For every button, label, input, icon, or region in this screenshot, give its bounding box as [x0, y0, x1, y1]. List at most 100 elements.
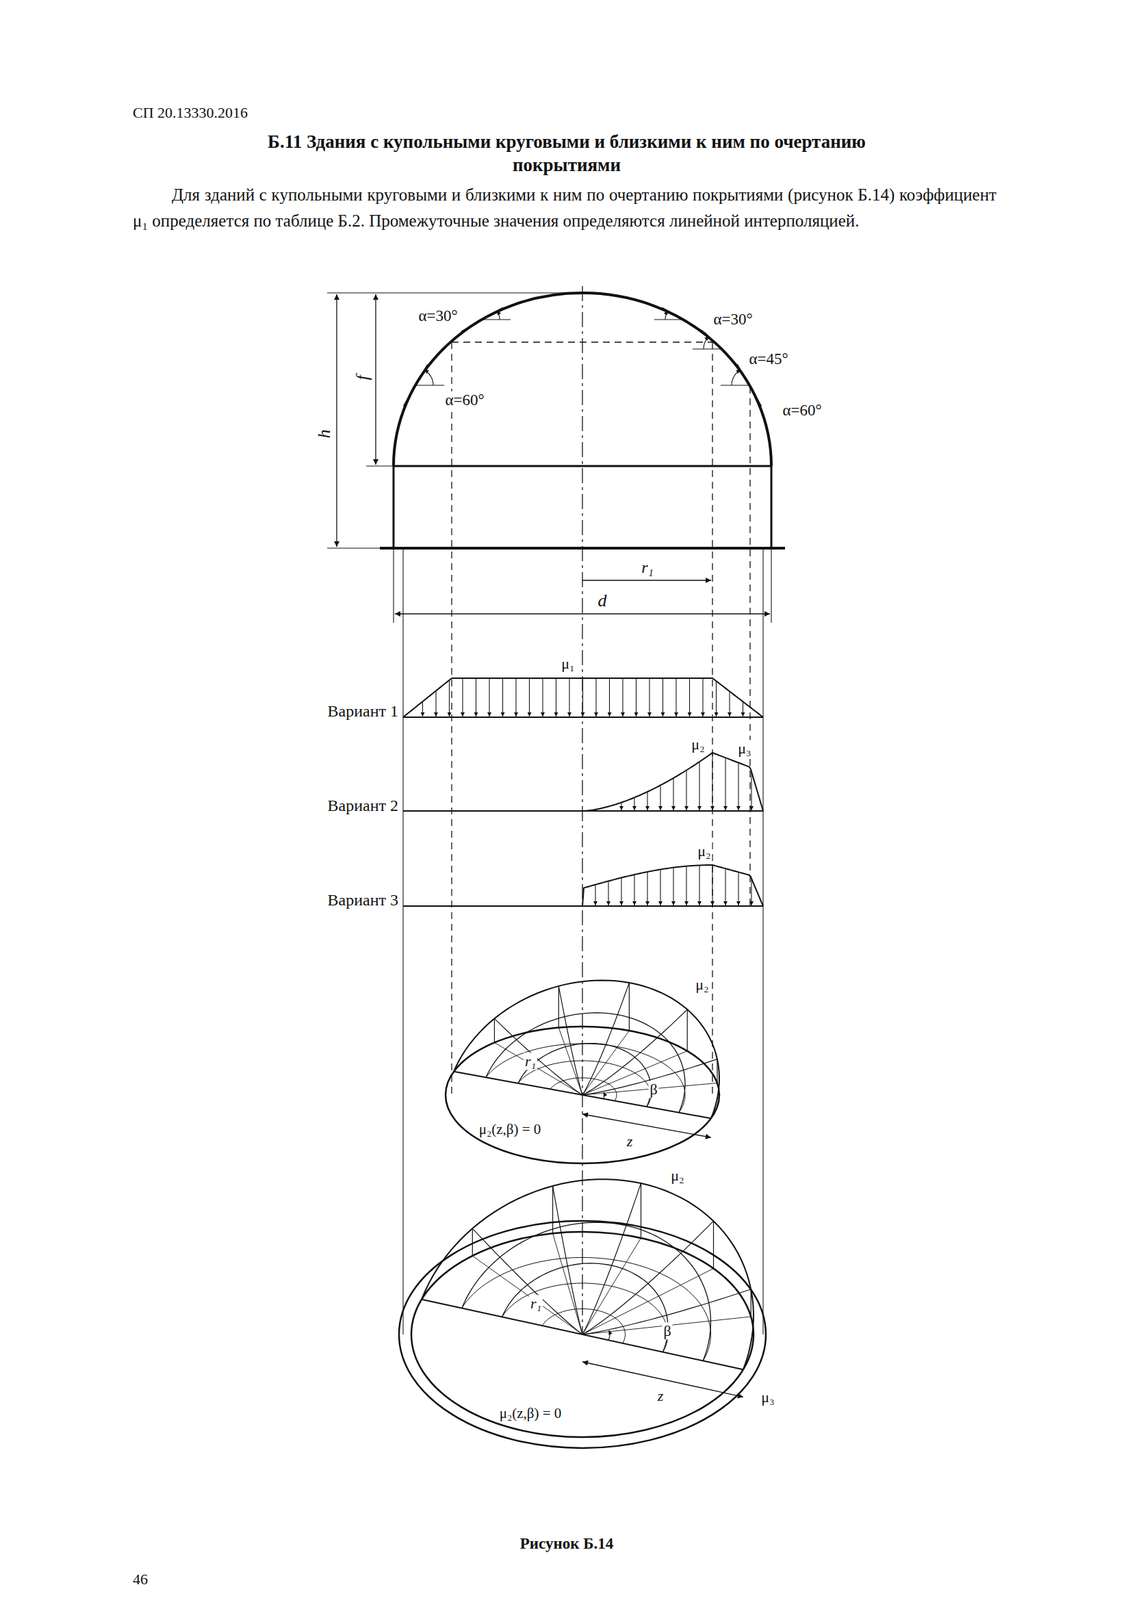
wall-line — [770, 466, 773, 549]
load-arrow — [646, 872, 648, 906]
wall-line — [392, 466, 395, 549]
load-arrow — [648, 678, 650, 717]
load-arrow — [620, 803, 622, 811]
reference-line — [481, 318, 511, 320]
angle-label: α=30° — [713, 310, 753, 329]
coefficient-label: μ₃ — [736, 739, 753, 757]
drawing — [327, 286, 786, 1449]
load-arrow — [737, 872, 739, 906]
extension-line — [327, 547, 380, 549]
load-arrow — [475, 678, 477, 717]
load-surface — [485, 1012, 686, 1113]
load-arrow — [555, 678, 557, 717]
load-arrow — [620, 878, 622, 906]
coefficient-label: μ₃ — [759, 1388, 776, 1406]
reference-line — [720, 384, 750, 386]
load-ordinate — [558, 986, 560, 1028]
load-arrow — [607, 881, 609, 906]
load-arrow — [711, 865, 713, 906]
load-surface — [518, 1043, 651, 1108]
angle-arc — [608, 1330, 610, 1341]
plan-ellipse — [399, 1220, 766, 1449]
load-ordinate — [713, 1220, 714, 1269]
extension-line — [770, 548, 772, 623]
header-code: СП 20.13330.2016 — [132, 104, 248, 122]
angle-arc — [602, 1092, 605, 1099]
plan-arc — [518, 1060, 651, 1107]
guide-dashed — [451, 342, 452, 1096]
load-ordinate — [472, 1228, 473, 1256]
load-arrow — [659, 869, 661, 906]
dimension-label: z — [625, 1132, 635, 1150]
load-arrow — [488, 678, 490, 717]
page-number: 46 — [132, 1570, 148, 1588]
extension-line — [392, 548, 394, 623]
load-ordinate — [750, 1289, 752, 1317]
load-surface — [472, 1228, 583, 1335]
load-arrow — [711, 753, 713, 811]
load-arrow — [685, 867, 687, 906]
load-arrow — [582, 678, 584, 717]
load-arrow — [529, 678, 530, 717]
load-surface — [453, 980, 720, 1119]
load-arrow — [646, 792, 648, 811]
dimension-label: z — [656, 1387, 666, 1405]
section-title: Б.11 Здания с купольными круговыми и бли… — [238, 130, 896, 177]
load-ordinate — [552, 1186, 553, 1234]
load-arrow — [675, 678, 677, 717]
load-arrow — [728, 691, 730, 717]
load-arrow — [448, 680, 450, 717]
variant-label: Вариант 1 — [327, 702, 400, 722]
load-surface — [502, 1263, 668, 1353]
plan-arc — [461, 1257, 712, 1362]
load-arrow — [635, 678, 637, 717]
load-ordinate — [494, 1018, 495, 1043]
load-arrow — [750, 772, 752, 811]
dimension-line — [582, 1114, 712, 1138]
angle-label: β — [661, 1322, 673, 1340]
formula-label: μ₂(z,β) = 0 — [477, 1121, 543, 1138]
angle-arc — [424, 369, 434, 386]
dimension-label: h — [314, 429, 335, 439]
load-arrow — [737, 763, 739, 811]
load-ordinate — [687, 1009, 688, 1052]
load-arrow — [685, 771, 687, 811]
dimension-line — [336, 294, 337, 547]
plan-ray — [552, 1233, 583, 1335]
load-arrow — [422, 702, 423, 717]
baseline — [403, 716, 764, 718]
load-outline — [403, 678, 764, 718]
load-arrow — [595, 678, 597, 717]
load-surface — [582, 1183, 642, 1335]
load-outline — [582, 752, 764, 812]
load-arrow — [594, 885, 596, 906]
load-surface — [558, 986, 583, 1096]
angle-arc — [703, 336, 710, 350]
body-text: Для зданий с купольными круговыми и близ… — [132, 182, 997, 235]
load-arrow — [461, 678, 463, 717]
load-ordinate — [628, 982, 630, 1031]
load-ordinate — [640, 1183, 642, 1239]
load-arrow — [742, 702, 744, 717]
plan-ray — [582, 1238, 642, 1335]
load-arrow — [633, 875, 635, 906]
load-arrow — [542, 678, 543, 717]
formula-label: μ₂(z,β) = 0 — [498, 1405, 564, 1422]
coefficient-label: μ₂ — [696, 842, 712, 860]
angle-arc — [497, 310, 500, 320]
load-surface — [582, 1009, 688, 1096]
dimension-line — [582, 579, 712, 581]
load-surface — [582, 982, 629, 1096]
load-surface — [494, 1018, 583, 1096]
load-arrow — [662, 678, 664, 717]
plan-ray — [494, 1042, 583, 1096]
guide-dashed — [711, 342, 713, 1096]
load-surface — [461, 1222, 712, 1361]
angle-label: α=30° — [418, 307, 458, 326]
angle-label: α=60° — [443, 391, 486, 410]
load-outline — [582, 865, 764, 907]
reference-line — [692, 348, 722, 350]
load-arrow — [515, 678, 517, 717]
